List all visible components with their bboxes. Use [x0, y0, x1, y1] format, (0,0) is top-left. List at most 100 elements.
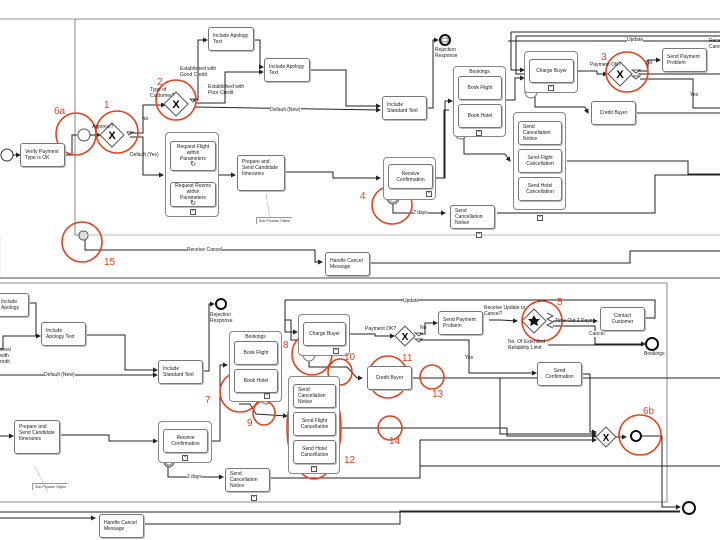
rejection-end-event-bottom[interactable]: [215, 298, 227, 310]
task-book-flight[interactable]: Book Flight: [458, 76, 502, 100]
subprocess-request[interactable]: Request Flight within Parameters↻ Reques…: [165, 132, 219, 217]
loop-icon: ↻: [190, 199, 196, 207]
task-label: Send Confirmation: [545, 368, 574, 380]
marker-6b: 6b: [643, 406, 655, 417]
task-sc-hotel[interactable]: Send Hotel Cancellation: [518, 177, 562, 201]
task-charge-buyer-bottom[interactable]: Charge Buyer: [303, 322, 346, 346]
red-circle-15: [61, 221, 103, 263]
task-charge-buyer[interactable]: Charge Buyer: [529, 59, 574, 83]
task-include-standard[interactable]: Include Standard Text: [382, 96, 427, 120]
task-label: Send Cancellation Notice: [455, 208, 483, 226]
task-prepare-send[interactable]: Prepare and Send Candidate Itineraries: [237, 155, 285, 191]
task-send-cancellation-notice[interactable]: Send Cancellation Notice: [450, 205, 495, 229]
label-established-good: Established with Good Credit: [180, 66, 217, 78]
subprocess-send-cancellations-bottom[interactable]: Send Cancellation Notice Send Flight Can…: [288, 376, 340, 474]
task-label: Request Flight within Parameters: [176, 144, 210, 162]
subprocess-title: Bookings: [469, 69, 490, 75]
bookings-end-event[interactable]: [645, 337, 659, 351]
gateway-approve[interactable]: X: [99, 122, 125, 148]
subprocess-receive-confirmation[interactable]: Receive Confirmation -: [383, 157, 436, 200]
collapse-icon[interactable]: -: [548, 84, 554, 91]
label-type-of-customer: Type of Customer?: [150, 87, 175, 99]
task-label: Send Hotel Cancellation: [300, 446, 329, 458]
task-book-hotel-bottom[interactable]: Book Hotel: [234, 369, 278, 393]
subprocess-bookings-bottom[interactable]: Bookings Book Flight Book Hotel -: [229, 331, 282, 402]
collapse-icon[interactable]: -: [476, 129, 482, 136]
task-include-apology-2[interactable]: Include Apology Text: [264, 58, 310, 82]
collapse-icon[interactable]: -: [190, 208, 196, 215]
collapse-icon[interactable]: -: [251, 494, 257, 501]
task-include-apology-1-bottom[interactable]: Include Apology: [0, 293, 29, 317]
marker-7: 7: [205, 395, 211, 406]
marker-11: 11: [402, 353, 413, 364]
task-send-payment-problem-bottom[interactable]: Send Payment Problem: [438, 311, 483, 335]
intermediate-event-6a[interactable]: [77, 128, 91, 142]
task-label: Send Cancellation Notice: [230, 471, 258, 489]
gateway-payment-ok-bottom[interactable]: X: [394, 325, 416, 347]
task-handle-cancel[interactable]: Handle Cancel Message: [325, 252, 370, 276]
task-sc-notice[interactable]: Send Cancellation Notice: [518, 121, 562, 145]
collapse-icon[interactable]: -: [537, 214, 543, 221]
task-credit-buyer-bottom[interactable]: Credit Buyer: [367, 366, 412, 390]
message-event-receive-cancel[interactable]: [78, 230, 89, 241]
collapse-icon[interactable]: -: [264, 392, 270, 399]
subprocess-bookings[interactable]: Bookings Book Flight Book Hotel -: [453, 66, 506, 137]
collapse-icon[interactable]: -: [426, 190, 432, 197]
red-circle-2: [155, 79, 197, 121]
task-receive-confirmation-bottom[interactable]: Receive Confirmation: [163, 429, 208, 453]
task-label: Send Flight Cancellation: [300, 418, 329, 430]
label-default-yes: Default (Yes): [130, 152, 159, 158]
label-no-of-extended: No. Of Extended Reliability Limit: [508, 339, 545, 351]
collapse-icon[interactable]: -: [311, 465, 317, 472]
task-label: Receive Confirmation: [396, 170, 425, 183]
sub-process-object-annotation-bottom: Sub-Process Object: [32, 483, 69, 490]
task-label: Include Apology Text: [213, 33, 249, 45]
task-contact-customer[interactable]: Contact Customer: [600, 307, 645, 331]
task-label: Prepare and Send Candidate Itineraries: [242, 159, 278, 177]
collapse-icon[interactable]: -: [476, 231, 482, 238]
event-gateway-receive-update[interactable]: [521, 308, 547, 334]
gateway-payment-ok[interactable]: X: [607, 61, 633, 87]
task-send-payment-problem[interactable]: Send Payment Problem: [662, 48, 707, 72]
marker-1: 1: [104, 100, 110, 111]
task-book-flight-bottom[interactable]: Book Flight: [234, 341, 278, 365]
gateway-type-of-customer[interactable]: X: [163, 91, 189, 117]
task-send-confirmation[interactable]: Send Confirmation: [537, 362, 582, 386]
annotation-text: Sub-Process Object: [259, 219, 291, 223]
label-2-days: 2 days: [413, 210, 428, 216]
task-send-cancellation-notice-bottom[interactable]: Send Cancellation Notice: [225, 468, 270, 492]
task-sc-flight-bottom[interactable]: Send Flight Cancellation: [293, 412, 336, 436]
task-sc-notice-bottom[interactable]: Send Cancellation Notice: [293, 384, 336, 408]
collapse-icon[interactable]: -: [333, 347, 339, 354]
task-sc-flight[interactable]: Send Flight Cancellation: [518, 149, 562, 173]
task-verify-payment[interactable]: Verify Payment Type is OK: [20, 143, 65, 167]
task-prepare-send-bottom[interactable]: Prepare and Send Candidate Itineraries: [14, 420, 60, 454]
task-include-apology-1[interactable]: Include Apology Text: [208, 27, 254, 51]
bottom-pool-border: [0, 282, 668, 503]
collapse-icon[interactable]: -: [182, 454, 188, 461]
red-circle-9: [252, 400, 276, 426]
end-event-6b[interactable]: [630, 430, 642, 442]
subprocess-title: Bookings: [245, 334, 266, 340]
task-label: Contact Customer: [611, 313, 634, 325]
label-receive-cancel: Receive Cancel: [187, 247, 223, 253]
subprocess-charge-buyer-bottom[interactable]: Charge Buyer -: [298, 314, 350, 356]
merge-gateway[interactable]: X: [595, 426, 617, 448]
subprocess-send-cancellations[interactable]: Send Cancellation Notice Send Flight Can…: [513, 112, 566, 221]
task-request-flight[interactable]: Request Flight within Parameters↻: [170, 141, 216, 171]
start-event[interactable]: [0, 148, 14, 162]
task-receive-confirmation[interactable]: Receive Confirmation: [388, 164, 433, 189]
task-book-hotel[interactable]: Book Hotel: [458, 104, 502, 128]
task-handle-cancel-bottom[interactable]: Handle Cancel Message: [99, 514, 144, 538]
final-end-event[interactable]: [682, 501, 696, 515]
task-include-apology-2-bottom[interactable]: Include Apology Text: [41, 322, 86, 346]
subprocess-receive-confirmation-bottom[interactable]: Receive Confirmation -: [158, 421, 212, 463]
task-label: Book Hotel: [243, 378, 269, 384]
task-sc-hotel-bottom[interactable]: Send Hotel Cancellation: [293, 440, 336, 464]
task-request-rooms[interactable]: Request Rooms within Parameters↻: [170, 182, 216, 207]
task-include-standard-bottom[interactable]: Include Standard Text: [158, 360, 203, 384]
subprocess-charge-buyer[interactable]: Charge Buyer -: [524, 51, 578, 93]
rejection-end-event[interactable]: [439, 34, 451, 46]
task-credit-buyer[interactable]: Credit Buyer: [591, 101, 636, 125]
task-label: Handle Cancel Message: [330, 258, 363, 270]
